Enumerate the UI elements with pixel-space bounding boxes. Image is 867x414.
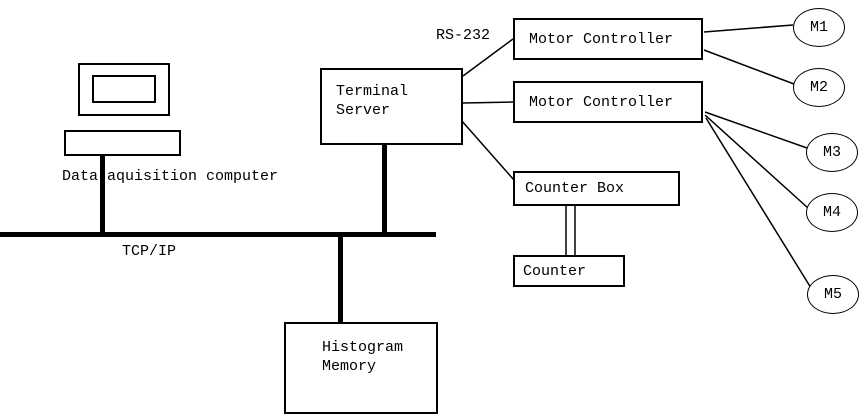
motor-controller-1-box: Motor Controller	[513, 18, 703, 60]
terminal-server-label-line2: Server	[336, 102, 391, 119]
motor-m3-label: M3	[822, 144, 841, 161]
counter-box: Counter	[513, 255, 625, 287]
terminal-server-to-bus-line	[382, 145, 387, 232]
keyboard-icon	[64, 130, 181, 156]
motor-m4-node: M4	[806, 193, 858, 232]
counter-box-label: Counter Box	[525, 180, 625, 197]
motor-m2-label: M2	[809, 79, 828, 96]
motor-controller-1-label: Motor Controller	[529, 30, 674, 48]
monitor-icon	[78, 63, 170, 116]
bus-to-histogram-line	[338, 237, 343, 322]
line-motor-controller-1-to-m2	[703, 49, 795, 85]
line-terminal-server-to-counter-box	[460, 119, 515, 181]
rs232-label: RS-232	[436, 27, 491, 44]
motor-m5-label: M5	[823, 286, 842, 303]
line-motor-controller-2-to-m5	[705, 117, 812, 289]
motor-controller-2-label: Motor Controller	[529, 93, 674, 111]
histogram-memory-label-line2: Memory	[322, 358, 377, 375]
terminal-server-box: Terminal Server	[320, 68, 463, 145]
histogram-memory-box: Histogram Memory	[284, 322, 438, 414]
motor-controller-2-box: Motor Controller	[513, 81, 703, 123]
counter-label: Counter	[523, 262, 587, 280]
motor-m3-node: M3	[806, 133, 858, 172]
terminal-server-label-line1: Terminal	[336, 83, 409, 100]
tcp-ip-bus-line	[0, 232, 436, 237]
motor-m4-label: M4	[822, 204, 841, 221]
computer-to-bus-line	[100, 156, 105, 233]
counter-box-box: Counter Box	[513, 171, 680, 206]
motor-m2-node: M2	[793, 68, 845, 107]
line-terminal-server-to-motor-controller-1	[462, 38, 514, 77]
screen-icon	[92, 75, 156, 103]
tcp-ip-label: TCP/IP	[122, 243, 177, 260]
line-terminal-server-to-motor-controller-2	[462, 101, 514, 104]
data-acquisition-computer-label: Data aquisition computer	[62, 168, 279, 185]
line-motor-controller-2-to-m4	[704, 114, 809, 209]
line-motor-controller-2-to-m3	[704, 111, 808, 149]
motor-m1-node: M1	[793, 8, 845, 47]
line-motor-controller-1-to-m1	[703, 24, 794, 33]
motor-m5-node: M5	[807, 275, 859, 314]
histogram-memory-label-line1: Histogram	[322, 339, 404, 356]
motor-m1-label: M1	[809, 19, 828, 36]
